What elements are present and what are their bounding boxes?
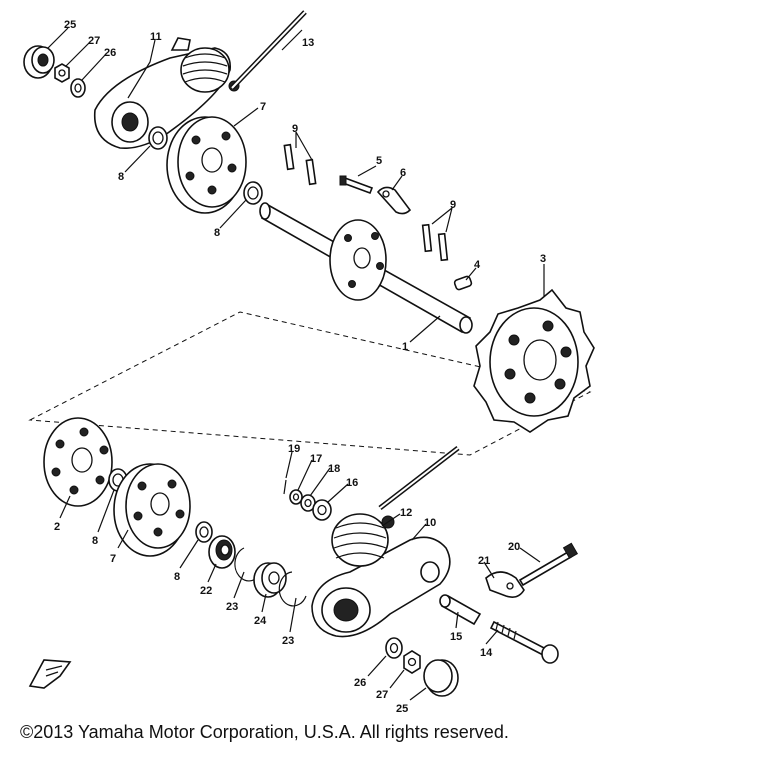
callout-12: 12	[400, 507, 412, 519]
callout-18: 18	[328, 463, 340, 475]
callout-8d: 8	[174, 571, 180, 583]
part-2-flange[interactable]	[43, 417, 113, 507]
part-26-washer[interactable]	[70, 78, 86, 98]
callout-11: 11	[150, 31, 162, 43]
callout-15: 15	[450, 631, 462, 643]
part-27-nut[interactable]	[54, 63, 70, 83]
part-24-bearing[interactable]	[253, 562, 287, 598]
callout-9b: 9	[450, 199, 456, 211]
callout-27b: 27	[376, 689, 388, 701]
callout-8a: 8	[118, 171, 124, 183]
parts-diagram: 25 27 26 11 13 7 9 8 8 5 6 9 4 3 1 19 17…	[23, 10, 595, 715]
part-21-bracket[interactable]	[485, 571, 525, 598]
part-10-arm[interactable]	[311, 536, 451, 638]
part-9-pins-a[interactable]	[283, 143, 317, 186]
callout-14: 14	[480, 647, 493, 659]
part-27-nut-b[interactable]	[403, 650, 421, 674]
part-25-cap-b[interactable]	[423, 659, 459, 697]
front-arrow-icon	[28, 659, 72, 689]
assembly-outline	[28, 311, 592, 456]
callout-4: 4	[474, 259, 481, 271]
part-1-flange	[329, 219, 387, 301]
part-6-bracket[interactable]	[376, 186, 412, 215]
callout-2: 2	[54, 521, 60, 533]
callout-20: 20	[508, 541, 520, 553]
part-8-washer-b[interactable]	[243, 181, 263, 205]
callout-22: 22	[200, 585, 212, 597]
part-26-washer-b[interactable]	[385, 637, 403, 659]
callout-3: 3	[540, 253, 546, 265]
part-8-washer-d[interactable]	[195, 521, 213, 543]
callout-6: 6	[400, 167, 406, 179]
callout-8c: 8	[92, 535, 98, 547]
part-8-washer-a[interactable]	[148, 126, 168, 150]
callout-labels: 25 27 26 11 13 7 9 8 8 5 6 9 4 3 1 19 17…	[54, 19, 546, 715]
part-25-cap[interactable]	[23, 45, 55, 79]
part-7-sheave-b[interactable]	[113, 463, 191, 557]
part-9-pins-b[interactable]	[421, 223, 449, 262]
callout-13: 13	[302, 37, 314, 49]
part-20-bolt[interactable]	[518, 542, 579, 587]
part-5-bolt[interactable]	[339, 175, 374, 195]
callout-7b: 7	[110, 553, 116, 565]
callout-25b: 25	[396, 703, 408, 715]
callout-19: 19	[288, 443, 300, 455]
callout-26b: 26	[354, 677, 366, 689]
callout-24: 24	[254, 615, 267, 627]
callout-17: 17	[310, 453, 322, 465]
part-4-key[interactable]	[453, 275, 473, 291]
part-18-washer[interactable]	[300, 494, 316, 512]
part-16-washer[interactable]	[312, 499, 332, 521]
part-23-circlip-b[interactable]	[278, 571, 307, 607]
part-19-pin[interactable]	[283, 479, 287, 495]
callout-26a: 26	[104, 47, 116, 59]
part-22-bearing[interactable]	[208, 535, 236, 569]
part-14-bolt[interactable]	[489, 620, 559, 664]
callout-1: 1	[402, 341, 408, 353]
callout-8b: 8	[214, 227, 220, 239]
callout-21: 21	[478, 555, 490, 567]
part-7-sheave-a[interactable]	[166, 116, 247, 214]
part-11-spring	[180, 47, 240, 93]
callout-23b: 23	[282, 635, 294, 647]
part-17-washer[interactable]	[289, 489, 303, 505]
callout-7a: 7	[260, 101, 266, 113]
callout-27a: 27	[88, 35, 100, 47]
part-12-spring[interactable]	[331, 513, 395, 567]
copyright-notice: ©2013 Yamaha Motor Corporation, U.S.A. A…	[20, 722, 509, 742]
callout-23a: 23	[226, 601, 238, 613]
callout-10: 10	[424, 517, 436, 529]
callout-9a: 9	[292, 123, 298, 135]
part-8-washer-c[interactable]	[108, 468, 128, 492]
part-3-sprocket[interactable]	[473, 288, 595, 433]
part-15-collar[interactable]	[439, 594, 482, 626]
leader-lines	[47, 27, 545, 701]
callout-25a: 25	[64, 19, 76, 31]
callout-5: 5	[376, 155, 382, 167]
callout-16: 16	[346, 477, 358, 489]
